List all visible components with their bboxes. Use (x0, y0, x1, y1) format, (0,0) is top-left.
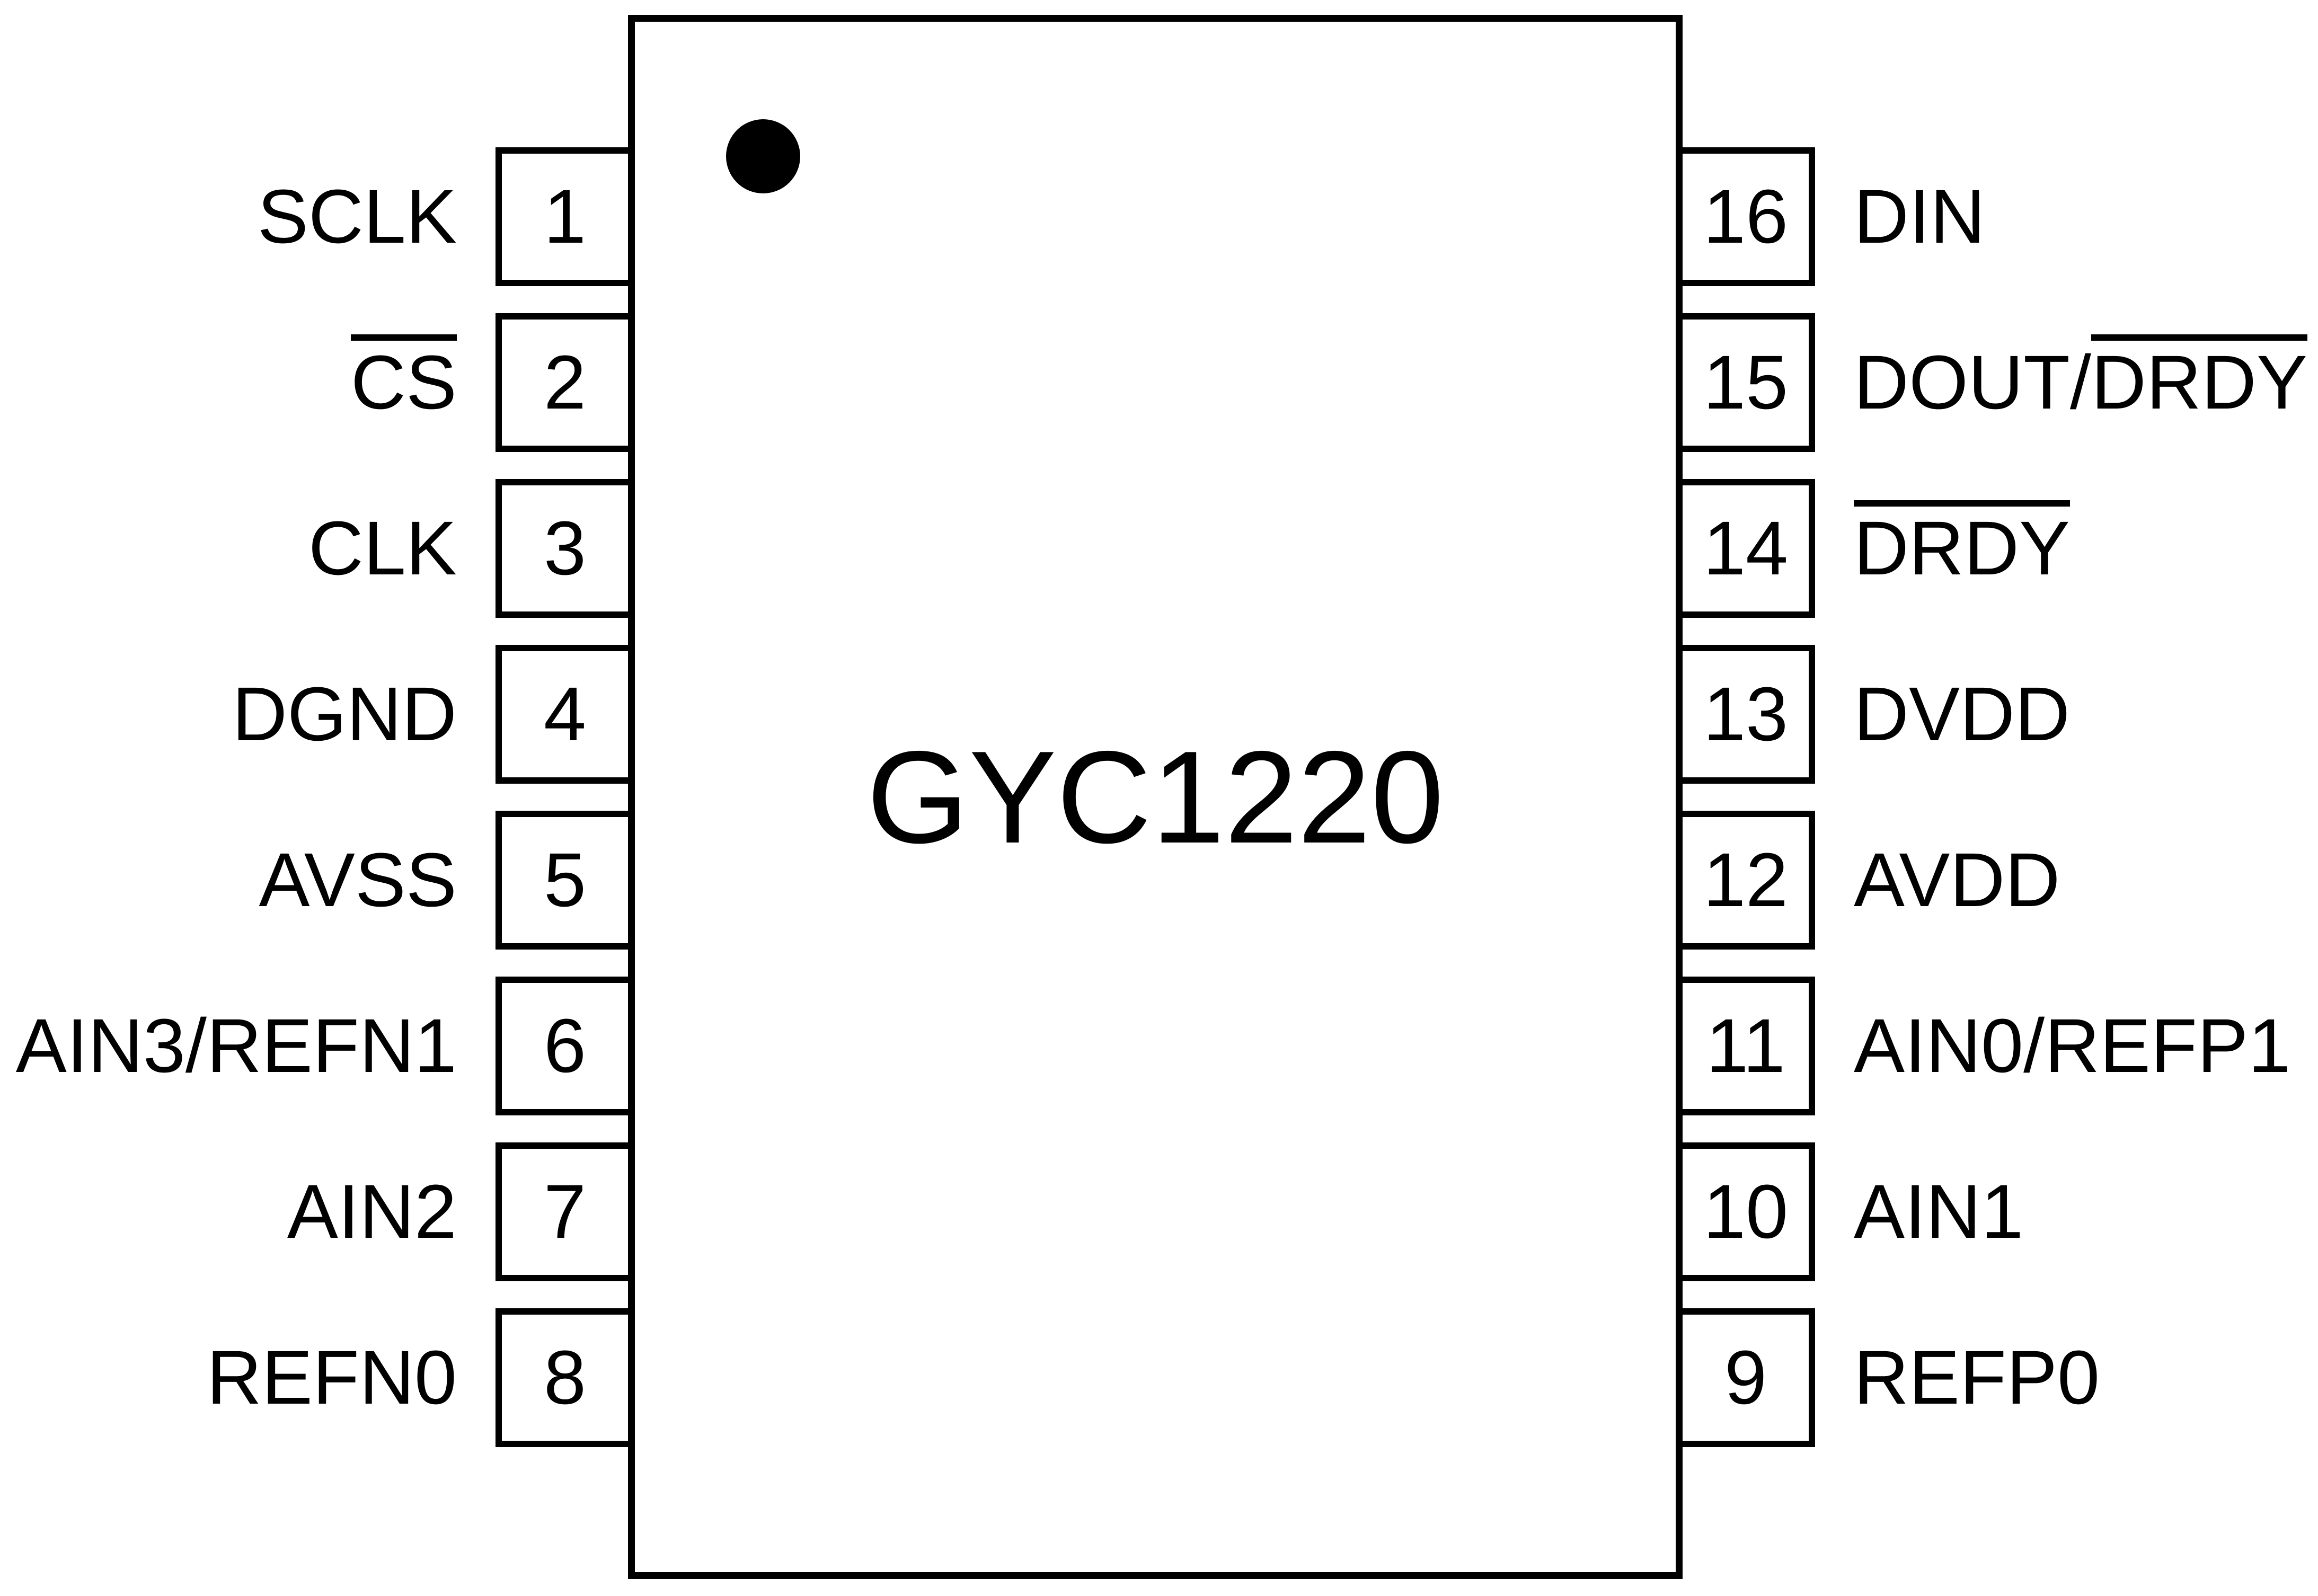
pin-number-box: 13 (1676, 645, 1815, 784)
pin-number: 14 (1703, 506, 1789, 591)
pin-number-box: 6 (496, 977, 634, 1115)
pin-label-part: AIN3/REFN1 (15, 1003, 457, 1088)
pin-number-box: 10 (1676, 1142, 1815, 1281)
pin-row-3: CLK 3 (0, 479, 634, 618)
pin-label: DGND (232, 676, 457, 752)
pin-label: AVSS (259, 842, 457, 918)
pin-number-box: 2 (496, 313, 634, 452)
pin-label: REFN0 (207, 1340, 457, 1416)
pin-number-box: 9 (1676, 1308, 1815, 1447)
pin-label: REFP0 (1854, 1340, 2100, 1416)
pin-label-part: CLK (308, 506, 457, 591)
pin-number-box: 4 (496, 645, 634, 784)
pin-row-10: 10 AIN1 (1676, 1142, 2023, 1281)
pin-row-2: CS 2 (0, 313, 634, 452)
pin-number-box: 16 (1676, 147, 1815, 286)
pin-label-part-overlined: DRDY (1854, 500, 2071, 591)
pin-label-part: DIN (1854, 174, 1985, 259)
pin-row-13: 13 DVDD (1676, 645, 2070, 784)
pin-number: 1 (543, 174, 587, 259)
pin-label: DIN (1854, 179, 1985, 255)
pin-row-15: 15 DOUT/DRDY (1676, 313, 2308, 452)
pin-label: AIN1 (1854, 1174, 2023, 1250)
pin-number: 12 (1703, 837, 1789, 923)
pin-number: 7 (543, 1169, 587, 1254)
pin-number-box: 8 (496, 1308, 634, 1447)
pin-number: 6 (543, 1003, 587, 1088)
chip-title: GYC1220 (866, 723, 1444, 871)
pin-number: 13 (1703, 671, 1789, 757)
pin-number-box: 12 (1676, 811, 1815, 950)
pin-label-part-overlined: DRDY (2091, 334, 2308, 425)
pin-number-box: 7 (496, 1142, 634, 1281)
pin-number: 16 (1703, 174, 1789, 259)
pin-label-part: AIN2 (287, 1169, 457, 1254)
pin-label-part: DVDD (1854, 671, 2071, 757)
pin-row-7: AIN2 7 (0, 1142, 634, 1281)
pin-number-box: 15 (1676, 313, 1815, 452)
pin-number-box: 3 (496, 479, 634, 618)
pin-number-box: 11 (1676, 977, 1815, 1115)
pin-label-part: AVSS (259, 837, 457, 923)
pin-number: 10 (1703, 1169, 1789, 1254)
pin-number: 4 (543, 671, 587, 757)
pin-label: AIN2 (287, 1174, 457, 1250)
pin-label: DRDY (1854, 500, 2071, 591)
pin-number-box: 1 (496, 147, 634, 286)
pin-label-part: AIN0/REFP1 (1854, 1003, 2291, 1088)
pin-label-part: REFP0 (1854, 1335, 2100, 1420)
pin-row-11: 11 AIN0/REFP1 (1676, 977, 2290, 1115)
pin-row-5: AVSS 5 (0, 811, 634, 950)
pin-number-box: 5 (496, 811, 634, 950)
pin-row-8: REFN0 8 (0, 1308, 634, 1447)
pin-label-part: DGND (232, 671, 457, 757)
pin-number: 2 (543, 340, 587, 425)
pin-row-16: 16 DIN (1676, 147, 1985, 286)
pin-number: 5 (543, 837, 587, 923)
pin-row-9: 9 REFP0 (1676, 1308, 2100, 1447)
pin-label-part: AVDD (1854, 837, 2060, 923)
pin-number: 3 (543, 506, 587, 591)
pin-label: AIN0/REFP1 (1854, 1008, 2290, 1084)
pin-label: SCLK (258, 179, 457, 255)
pin-label-part: REFN0 (206, 1335, 457, 1420)
pin-number: 11 (1706, 1003, 1785, 1088)
pin-row-4: DGND 4 (0, 645, 634, 784)
pin-number: 8 (543, 1335, 587, 1420)
pin-label-part: AIN1 (1854, 1169, 2024, 1254)
chip-body: GYC1220 (628, 15, 1683, 1579)
pin1-indicator-dot (726, 119, 800, 193)
pin-label: DOUT/DRDY (1854, 334, 2308, 425)
pin-label: AVDD (1854, 842, 2060, 918)
pin-number-box: 14 (1676, 479, 1815, 618)
pin-label: CLK (308, 510, 457, 587)
pin-row-14: 14 DRDY (1676, 479, 2071, 618)
pin-label: DVDD (1854, 676, 2070, 752)
pin-number: 9 (1724, 1335, 1767, 1420)
pin-label: CS (350, 334, 457, 425)
pin-number: 15 (1703, 340, 1789, 425)
pin-label-part: SCLK (257, 174, 457, 259)
pin-row-12: 12 AVDD (1676, 811, 2060, 950)
pin-label-part: DOUT/ (1854, 340, 2091, 425)
pin-row-1: SCLK 1 (0, 147, 634, 286)
pin-label-part-overlined: CS (350, 334, 457, 425)
pin-row-6: AIN3/REFN1 6 (0, 977, 634, 1115)
pin-label: AIN3/REFN1 (16, 1008, 457, 1084)
